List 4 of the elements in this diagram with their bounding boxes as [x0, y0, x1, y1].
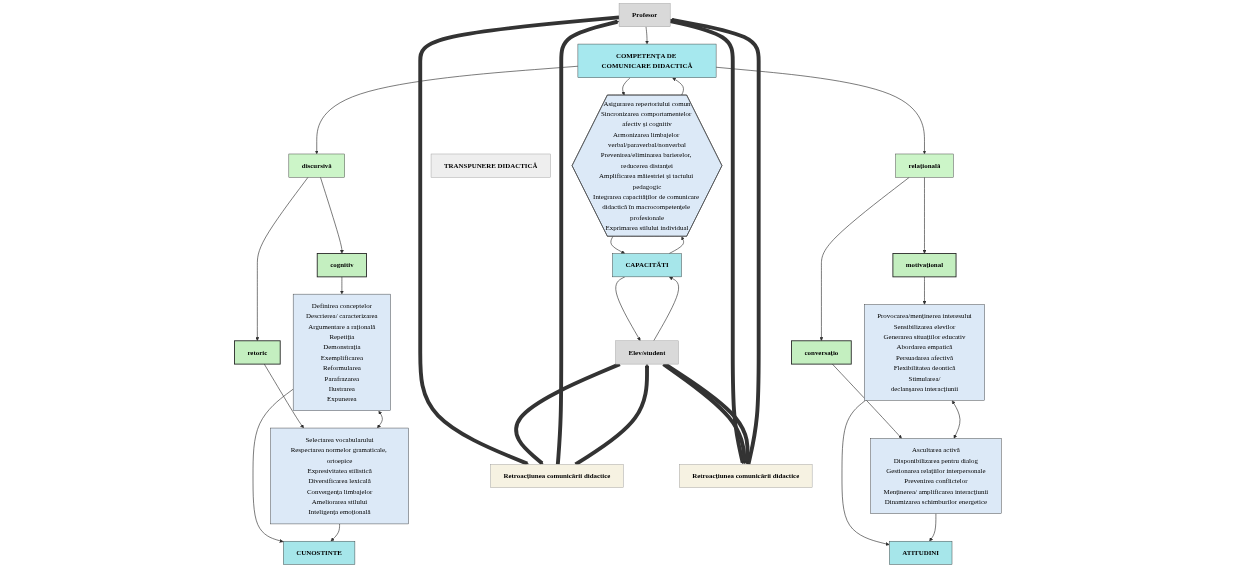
- arrow: [574, 363, 650, 466]
- arrow: [514, 362, 621, 465]
- arrow: [418, 15, 620, 466]
- arrow: [556, 19, 620, 465]
